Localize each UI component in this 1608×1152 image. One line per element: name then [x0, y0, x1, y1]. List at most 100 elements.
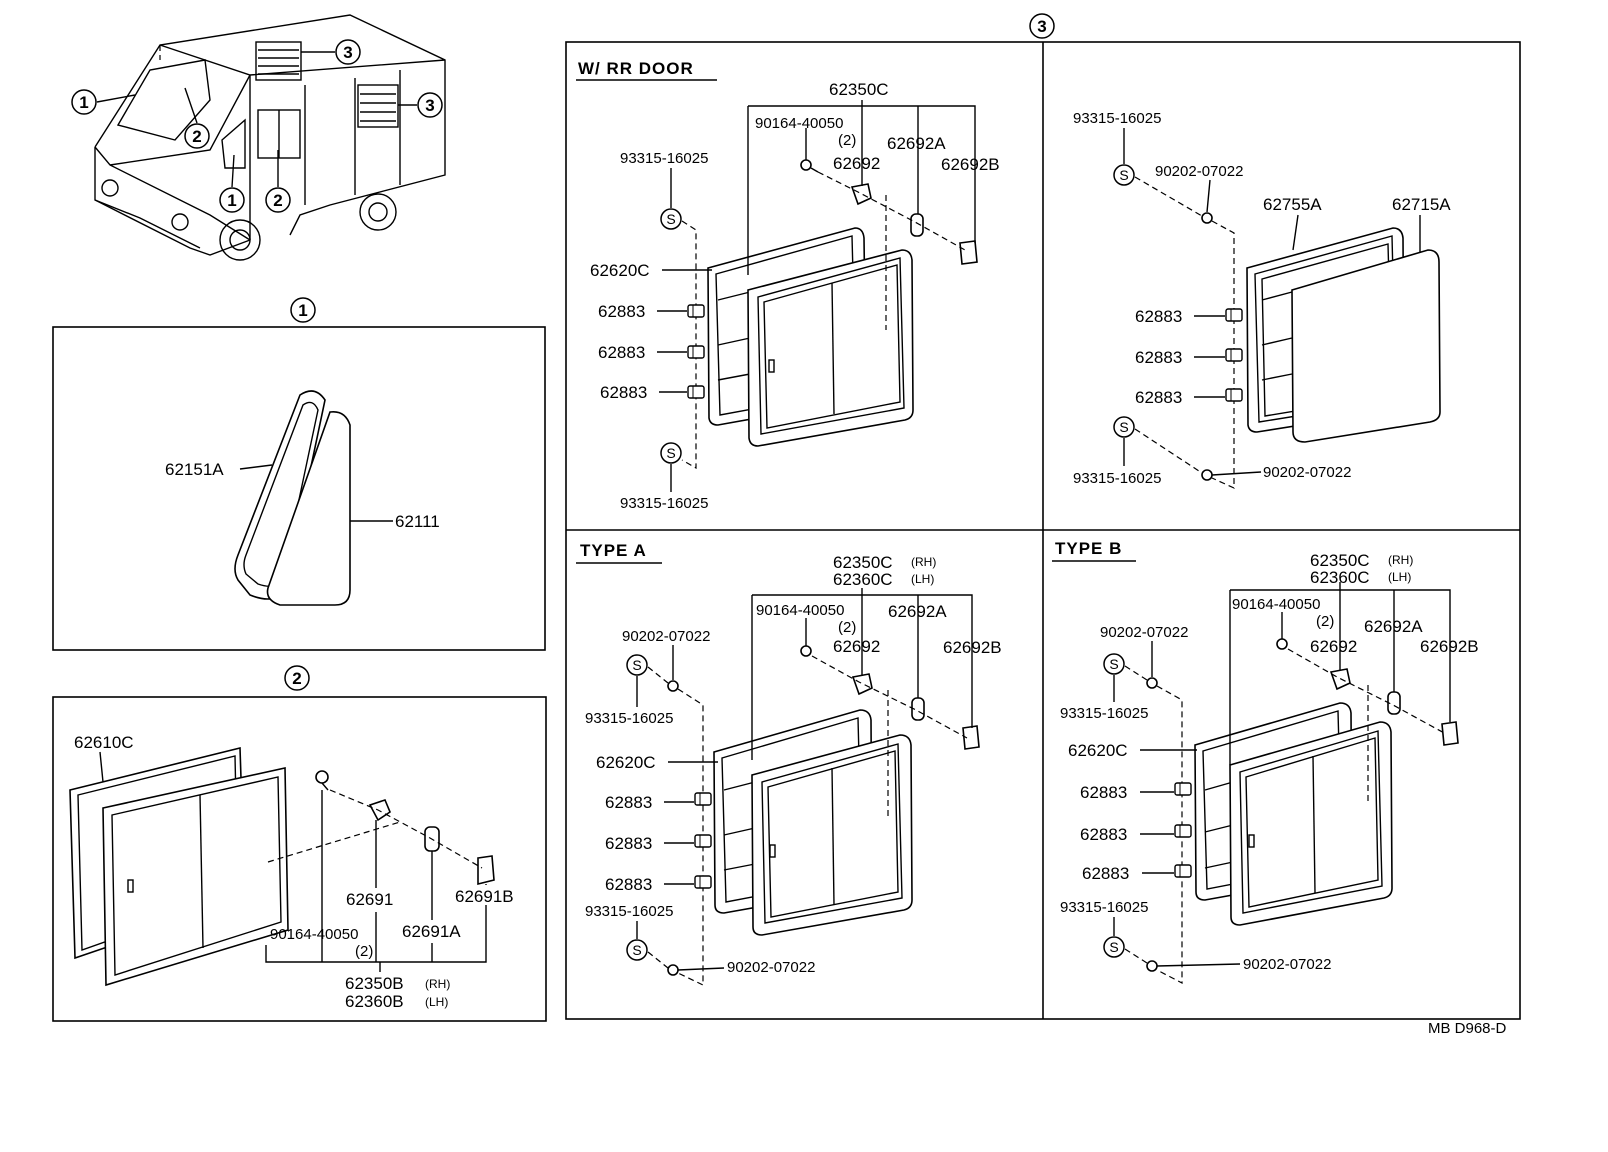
callout-roof-vent-3[interactable]: 3 — [301, 39, 361, 65]
label-screw-qty-rr: (2) — [838, 132, 856, 149]
label-62620C-rr: 62620C — [590, 261, 650, 280]
quarter-glass-parts — [234, 390, 351, 606]
label-rh: (RH) — [425, 977, 450, 991]
svg-text:2: 2 — [273, 191, 282, 210]
label-62151A: 62151A — [165, 460, 224, 479]
label-62111: 62111 — [395, 512, 440, 531]
label-62360C-b: 62360C — [1310, 568, 1370, 587]
label-62883-rr-2: 62883 — [598, 343, 645, 362]
label-62350C-a: 62350C — [833, 553, 893, 572]
label-93315-bottom-b: 93315-16025 — [1060, 899, 1148, 916]
label-62883-plain-3: 62883 — [1135, 388, 1182, 407]
label-62620C-a: 62620C — [596, 753, 656, 772]
svg-text:1: 1 — [79, 93, 88, 112]
diagram-code: MB D968-D — [1428, 1020, 1507, 1037]
section-1-callout[interactable]: 1 — [290, 297, 316, 323]
label-90202-bottom-plain: 90202-07022 — [1263, 464, 1351, 481]
label-62715A: 62715A — [1392, 195, 1451, 214]
side-sliding-window-parts — [69, 746, 495, 987]
label-screw-qty-a: (2) — [838, 619, 856, 636]
svg-text:1: 1 — [298, 301, 307, 320]
label-rh-a: (RH) — [911, 555, 936, 569]
label-62692A-rr: 62692A — [887, 134, 946, 153]
svg-text:3: 3 — [1037, 17, 1046, 36]
label-lh-a: (LH) — [911, 572, 934, 586]
title-type-b: TYPE B — [1055, 539, 1122, 558]
roof-vent — [255, 41, 302, 81]
label-62350C-rr: 62350C — [829, 80, 889, 99]
svg-text:3: 3 — [425, 96, 434, 115]
title-type-a: TYPE A — [580, 541, 647, 560]
label-62692-rr: 62692 — [833, 154, 880, 173]
label-62883-a-3: 62883 — [605, 875, 652, 894]
label-62692B-rr: 62692B — [941, 155, 1000, 174]
label-90202-bottom-b: 90202-07022 — [1243, 956, 1331, 973]
label-93315-top-a: 93315-16025 — [585, 710, 673, 727]
label-90202-top-plain: 90202-07022 — [1155, 163, 1243, 180]
section-2-box — [52, 696, 547, 1022]
label-62883-plain-2: 62883 — [1135, 348, 1182, 367]
label-62692B-b: 62692B — [1420, 637, 1479, 656]
label-screw-qty: (2) — [355, 943, 373, 960]
label-62883-a-1: 62883 — [605, 793, 652, 812]
label-90202-top-a: 90202-07022 — [622, 628, 710, 645]
callout-windshield-2[interactable]: 2 — [184, 87, 210, 149]
label-62883-b-1: 62883 — [1080, 783, 1127, 802]
label-62692A-b: 62692A — [1364, 617, 1423, 636]
label-62883-b-2: 62883 — [1080, 825, 1127, 844]
label-90164-40050: 90164-40050 — [270, 926, 358, 943]
label-93315-top-rr: 93315-16025 — [620, 150, 708, 167]
label-93315-bottom-plain: 93315-16025 — [1073, 470, 1161, 487]
label-62360C-a: 62360C — [833, 570, 893, 589]
svg-text:2: 2 — [192, 127, 201, 146]
label-90164-40050-b: 90164-40050 — [1232, 596, 1320, 613]
section-2-callout[interactable]: 2 — [284, 665, 310, 691]
label-lh: (LH) — [425, 995, 448, 1009]
svg-text:1: 1 — [227, 191, 236, 210]
label-93315-top-plain: 93315-16025 — [1073, 110, 1161, 127]
svg-text:2: 2 — [292, 669, 301, 688]
label-screw-qty-b: (2) — [1316, 613, 1334, 630]
callout-front-quarter-1[interactable]: 1 — [71, 89, 136, 115]
label-62755A: 62755A — [1263, 195, 1322, 214]
section-1-box — [52, 326, 546, 651]
label-62883-plain-1: 62883 — [1135, 307, 1182, 326]
panel-type-b: TYPE B — [1052, 539, 1459, 984]
label-rh-b: (RH) — [1388, 553, 1413, 567]
label-62691: 62691 — [346, 890, 393, 909]
label-62691A: 62691A — [402, 922, 461, 941]
panel-fixed-glass — [1113, 164, 1441, 489]
label-62620C-b: 62620C — [1068, 741, 1128, 760]
label-62350B: 62350B — [345, 974, 404, 993]
vehicle-illustration — [94, 14, 446, 261]
label-62610C: 62610C — [74, 733, 134, 752]
section-3-callout[interactable]: 3 — [1029, 13, 1055, 39]
rear-side-vent — [357, 84, 399, 128]
label-93315-bottom-a: 93315-16025 — [585, 903, 673, 920]
label-93315-top-b: 93315-16025 — [1060, 705, 1148, 722]
label-90202-top-b: 90202-07022 — [1100, 624, 1188, 641]
label-lh-b: (LH) — [1388, 570, 1411, 584]
label-62360B: 62360B — [345, 992, 404, 1011]
label-62692-b: 62692 — [1310, 637, 1357, 656]
label-62883-rr-1: 62883 — [598, 302, 645, 321]
callout-side-window-2[interactable]: 2 — [265, 150, 291, 213]
callout-rear-vent-3[interactable]: 3 — [398, 92, 443, 118]
label-90164-40050-a: 90164-40050 — [756, 602, 844, 619]
label-62883-a-2: 62883 — [605, 834, 652, 853]
label-62692B-a: 62692B — [943, 638, 1002, 657]
label-62350C-b: 62350C — [1310, 551, 1370, 570]
callout-quarter-1b[interactable]: 1 — [219, 154, 245, 213]
label-62883-rr-3: 62883 — [600, 383, 647, 402]
label-90164-40050-rr: 90164-40050 — [755, 115, 843, 132]
svg-text:3: 3 — [343, 43, 352, 62]
label-62692-a: 62692 — [833, 637, 880, 656]
label-90202-bottom-a: 90202-07022 — [727, 959, 815, 976]
title-rr-door: W/ RR DOOR — [578, 59, 694, 78]
label-62883-b-3: 62883 — [1082, 864, 1129, 883]
label-93315-bottom-rr: 93315-16025 — [620, 495, 708, 512]
panel-type-a: TYPE A — [576, 541, 980, 986]
label-62691B: 62691B — [455, 887, 514, 906]
label-62692A-a: 62692A — [888, 602, 947, 621]
